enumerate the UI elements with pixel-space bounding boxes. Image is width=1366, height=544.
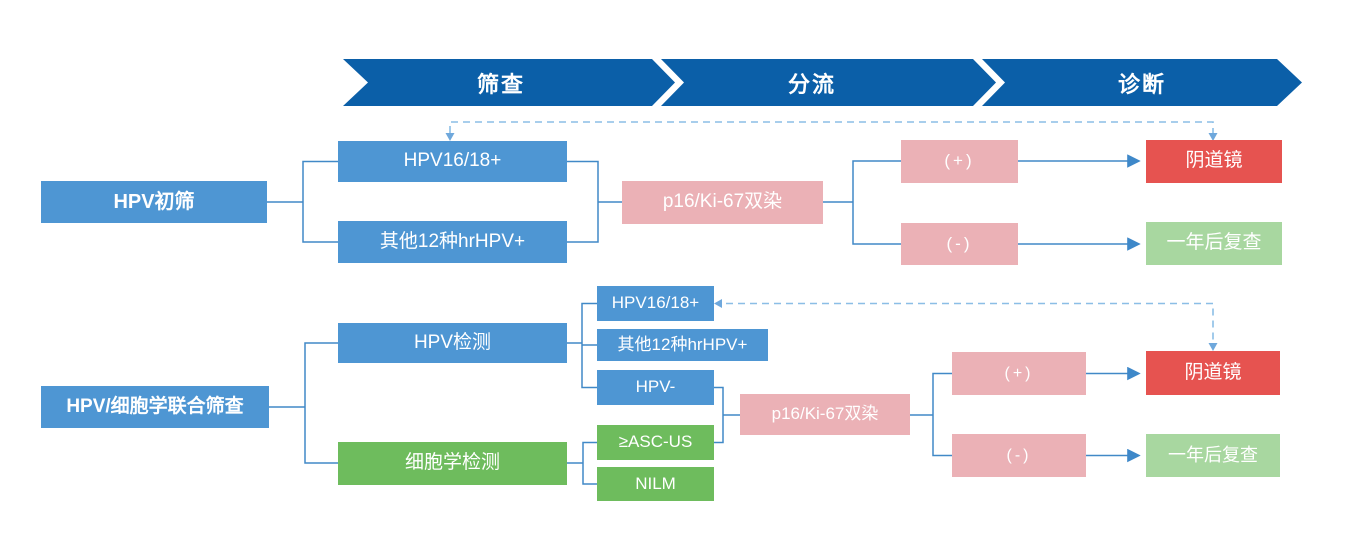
flow1-followup-box: 一年后复查 <box>1146 222 1282 265</box>
banner-separator-2 <box>973 59 1005 106</box>
flow2-colposcopy-box: 阴道镜 <box>1146 351 1280 395</box>
flow2-hpv16-18-box: HPV16/18+ <box>597 286 714 321</box>
flow1-root-box: HPV初筛 <box>41 181 267 223</box>
banner-step-triage: 分流 <box>787 72 837 97</box>
flow2-hpv-test-box: HPV检测 <box>338 323 567 363</box>
flow1-dual-stain-box: p16/Ki-67双染 <box>622 181 823 224</box>
flow2-hpv-negative-box: HPV- <box>597 370 714 405</box>
flow1-colposcopy-box: 阴道镜 <box>1146 140 1282 183</box>
flow2-positive-box: (+) <box>952 352 1086 395</box>
flow1-positive-box: (+) <box>901 140 1018 183</box>
flow1-other-hrhpv-box: 其他12种hrHPV+ <box>338 221 567 263</box>
flow2-nilm-box: NILM <box>597 467 714 501</box>
flow2-negative-box: (-) <box>952 434 1086 477</box>
flow2-dual-stain-box: p16/Ki-67双染 <box>740 394 910 435</box>
flow2-root-box: HPV/细胞学联合筛查 <box>41 386 269 428</box>
flow2-other-hrhpv-box: 其他12种hrHPV+ <box>597 329 768 361</box>
dashed-arrowhead <box>445 133 455 141</box>
flow2-cytology-test-box: 细胞学检测 <box>338 442 567 485</box>
dashed-arrowhead <box>714 299 722 308</box>
banner-step-screening: 筛查 <box>476 72 526 97</box>
flow1-negative-box: (-) <box>901 223 1018 265</box>
flow1-hpv16-18-box: HPV16/18+ <box>338 141 567 182</box>
banner-separator-1 <box>652 59 684 106</box>
flow2-asc-us-box: ≥ASC-US <box>597 425 714 460</box>
dashed-arrowhead <box>1208 343 1218 351</box>
flow2-followup-box: 一年后复查 <box>1146 434 1280 477</box>
banner-step-diagnosis: 诊断 <box>1117 72 1167 97</box>
